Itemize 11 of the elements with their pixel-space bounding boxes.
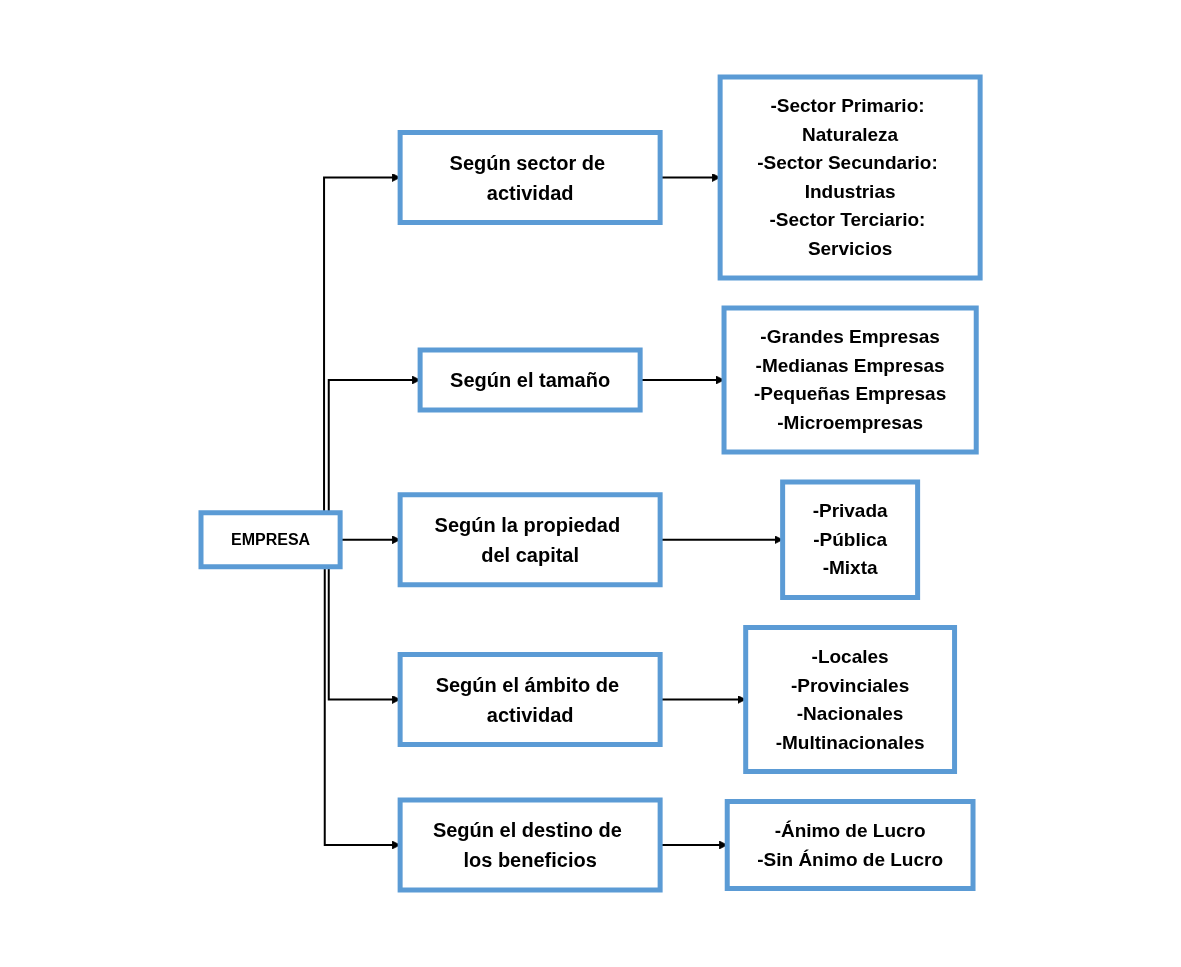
node-box: EMPRESA: [198, 510, 343, 570]
node-box: -Privada -Pública -Mixta: [780, 479, 921, 600]
node-box: Según la propiedad del capital: [397, 492, 663, 588]
node-box: -Sector Primario: Naturaleza -Sector Secundario: Industrias -Sector Terciario: Servicios: [717, 74, 983, 281]
node-box: -Ánimo de Lucro -Sin Ánimo de Lucro: [724, 799, 976, 891]
node-box: Según sector de actividad: [397, 130, 663, 225]
node-box: Según el ámbito de actividad: [397, 652, 663, 747]
node-box: Según el destino de los beneficios: [397, 797, 663, 893]
node-box: -Grandes Empresas -Medianas Empresas -Pequeñas Empresas -Microempresas: [721, 305, 979, 455]
node-box: -Locales -Provinciales -Nacionales -Multinacionales: [743, 625, 957, 774]
node-box: Según el tamaño: [417, 347, 643, 413]
